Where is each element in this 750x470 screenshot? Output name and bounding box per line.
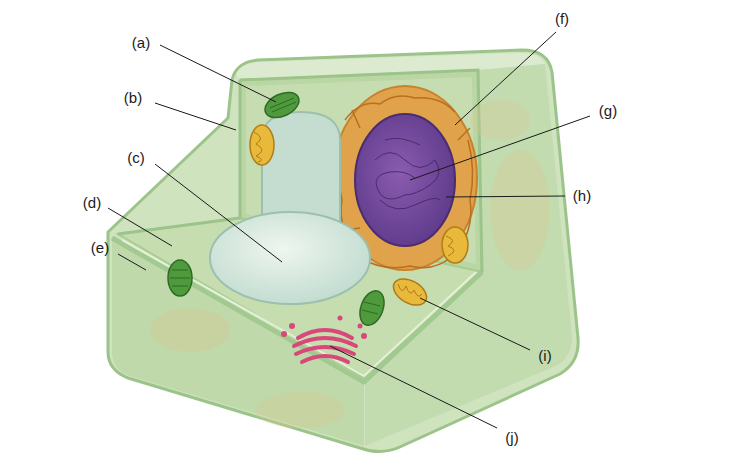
faint-organelle xyxy=(470,100,530,140)
mitochondrion xyxy=(389,273,431,310)
chromatin xyxy=(375,138,440,209)
cell-body xyxy=(108,50,578,452)
vesicle xyxy=(281,316,367,340)
chloroplast xyxy=(356,287,389,328)
faint-organelle xyxy=(150,308,230,352)
cell-wall-edge xyxy=(118,80,240,234)
callout-letter: (i) xyxy=(538,347,551,364)
callout-letter: (d) xyxy=(83,194,101,211)
chloroplast xyxy=(168,260,192,296)
nucleus xyxy=(355,114,455,246)
vacuole xyxy=(210,212,370,304)
mitochondrion xyxy=(250,125,274,165)
callout-letter: (f) xyxy=(555,10,569,27)
leader-lines xyxy=(108,32,590,428)
golgi-apparatus xyxy=(294,330,356,362)
mitochondrion xyxy=(442,227,468,263)
callout-letter: (c) xyxy=(127,149,145,166)
callout-letter: (a) xyxy=(132,34,150,51)
callout-letter: (g) xyxy=(599,102,617,119)
callout-letter: (j) xyxy=(505,429,518,446)
callout-letter: (h) xyxy=(573,187,591,204)
callout-letter: (b) xyxy=(124,89,142,106)
faint-organelle xyxy=(490,150,550,270)
faint-organelle xyxy=(255,392,345,428)
chloroplast xyxy=(261,87,303,122)
callout-letter: (e) xyxy=(91,239,109,256)
